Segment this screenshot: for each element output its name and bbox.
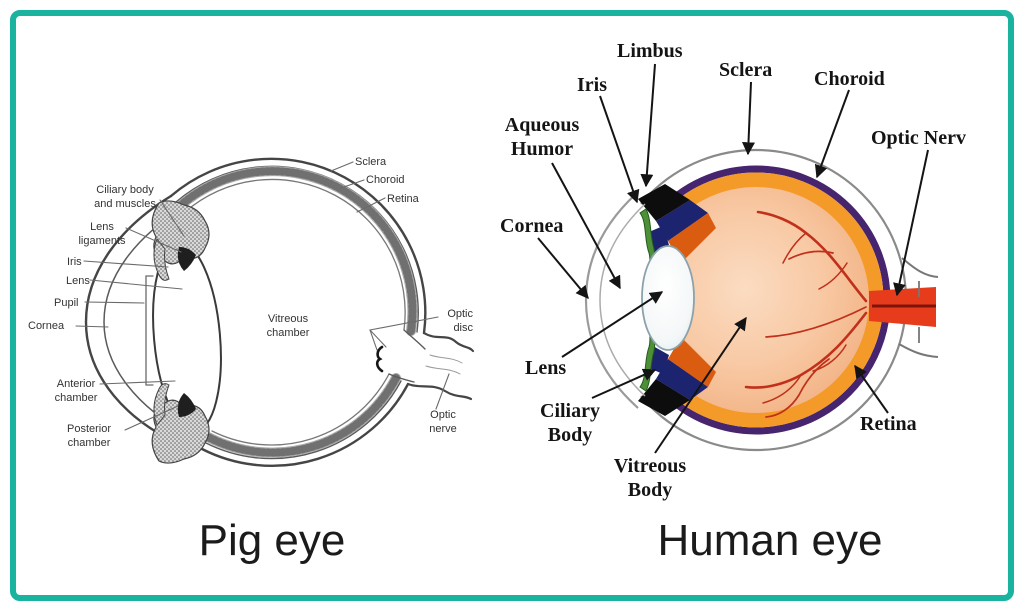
human-cornea <box>584 191 639 409</box>
human-limbus-bottom <box>638 379 690 416</box>
human-label-lens: Lens <box>525 357 567 379</box>
pig-label-ciliary-body: Ciliary body and muscles <box>94 184 156 210</box>
pig-optic-disc-mark <box>375 345 384 373</box>
pig-ciliary-bottom <box>151 399 210 464</box>
pig-optic-nerve <box>422 331 475 353</box>
pig-ciliary-top <box>151 200 210 265</box>
human-label-arrows <box>537 63 929 454</box>
pig-label-lens-ligaments: Lens ligaments <box>78 221 126 247</box>
human-retinal-vessels <box>744 210 868 418</box>
pig-label-sclera: Sclera <box>355 156 387 168</box>
pig-label-posterior-chamber: Posterior chamber <box>66 423 112 449</box>
human-label-vitreous-body: Vitreous Body <box>613 455 687 501</box>
human-label-retina: Retina <box>860 413 917 435</box>
pig-eye-drawing <box>75 157 475 467</box>
human-limbus-top <box>638 184 690 221</box>
pig-label-lens: Lens <box>66 275 90 287</box>
human-label-aqueous-humor: Aqueous Humor <box>504 114 580 160</box>
pig-label-retina: Retina <box>387 193 419 205</box>
pig-eye-caption: Pig eye <box>198 516 346 565</box>
pig-label-pupil: Pupil <box>54 297 79 309</box>
pig-label-vitreous-chamber: Vitreous chamber <box>266 313 310 339</box>
pig-label-cornea: Cornea <box>28 320 65 332</box>
pig-label-anterior-chamber: Anterior chamber <box>54 378 98 404</box>
human-label-cornea: Cornea <box>500 215 564 237</box>
pig-label-iris: Iris <box>67 256 82 268</box>
human-label-limbus: Limbus <box>617 40 683 62</box>
pig-leader-lines <box>75 161 450 431</box>
human-eye-drawing <box>537 63 939 454</box>
human-label-iris: Iris <box>577 74 607 96</box>
human-eye-caption: Human eye <box>657 516 883 565</box>
human-nerve-sheath <box>898 257 939 358</box>
human-label-ciliary-body: Ciliary Body <box>540 400 600 446</box>
pig-bracket <box>145 275 154 386</box>
human-label-sclera: Sclera <box>719 59 773 81</box>
pig-label-optic-nerve: Optic nerve <box>429 409 457 435</box>
human-lens <box>641 245 695 351</box>
pig-label-optic-disc: Optic disc <box>447 308 473 334</box>
human-label-choroid: Choroid <box>814 68 885 90</box>
human-label-optic-nerve: Optic Nerv <box>871 127 966 149</box>
pig-label-choroid: Choroid <box>366 174 405 186</box>
